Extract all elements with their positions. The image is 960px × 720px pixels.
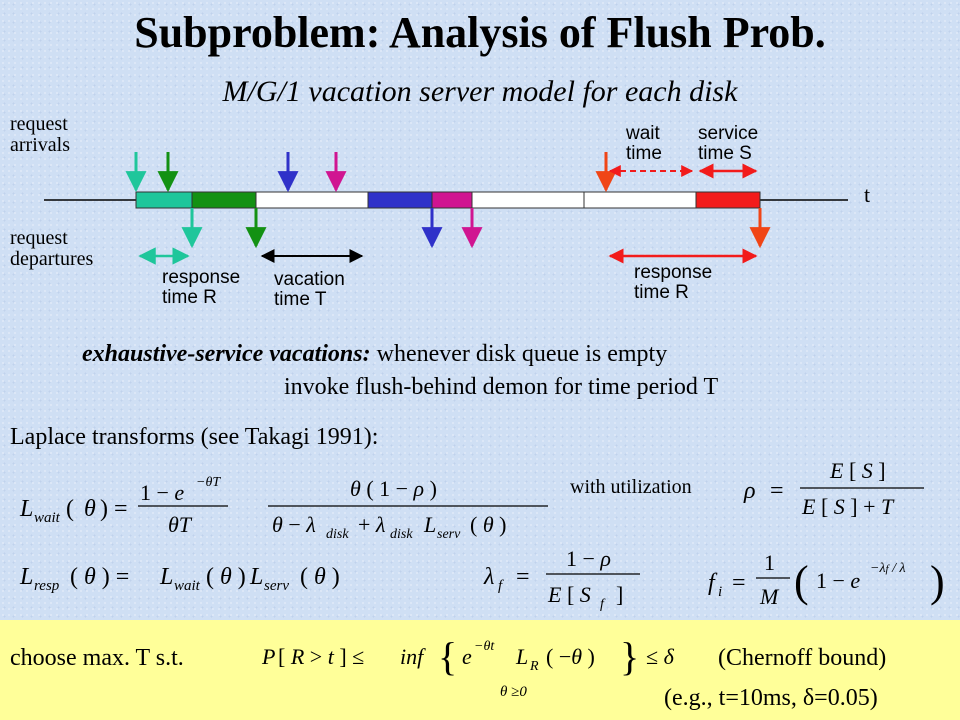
wait-time-label: wait time — [626, 123, 662, 164]
svg-text:( −θ ): ( −θ ) — [546, 644, 595, 669]
svg-text:+ λ: + λ — [358, 512, 385, 537]
svg-text:−θt: −θt — [474, 639, 495, 654]
svg-text:}: } — [620, 634, 639, 679]
svg-text:(: ( — [66, 496, 74, 522]
svg-text:f: f — [498, 578, 504, 594]
svg-text:1 − e: 1 − e — [816, 568, 860, 593]
svg-text:( θ ): ( θ ) — [206, 564, 246, 590]
svg-text:=: = — [516, 564, 530, 590]
svg-text:−θT: −θT — [196, 475, 221, 490]
with-utilization-label: with utilization — [570, 476, 692, 498]
segment-red — [695, 191, 761, 209]
svg-text:inf: inf — [400, 644, 426, 669]
formula-lwait: L wait ( θ ) = 1 − e −θT θT θ ( 1 − ρ ) … — [19, 475, 548, 542]
svg-text:1 − e: 1 − e — [140, 480, 184, 505]
svg-text:=: = — [770, 478, 784, 504]
svg-text:E [ S: E [ S — [547, 582, 591, 607]
svg-text:ρ: ρ — [743, 478, 756, 504]
laplace-heading: Laplace transforms (see Takagi 1991): — [10, 424, 379, 450]
svg-text:): ) — [930, 557, 945, 606]
svg-text:θ ≥0: θ ≥0 — [500, 684, 527, 700]
svg-text:R: R — [529, 659, 539, 674]
svg-text:M: M — [759, 584, 780, 609]
svg-text:−λf / λ: −λf / λ — [870, 561, 906, 576]
svg-text:1: 1 — [764, 550, 775, 575]
svg-text:L: L — [249, 564, 263, 590]
request-departures-label: request departures — [10, 227, 94, 270]
svg-text:P: P — [261, 644, 275, 669]
svg-text:i: i — [718, 584, 722, 600]
bottom-band — [0, 620, 960, 720]
exhaustive-line-2: invoke flush-behind demon for time perio… — [284, 374, 719, 400]
formula-fi: f i = 1 M ( 1 − e −λf / λ ) — [708, 550, 945, 609]
svg-text:wait: wait — [34, 510, 61, 526]
svg-text:θ − λ: θ − λ — [272, 512, 316, 537]
formula-lambda-f: λ f = 1 − ρ E [ S f ] — [483, 546, 640, 612]
svg-text:λ: λ — [483, 564, 494, 590]
svg-text:serv: serv — [264, 578, 289, 594]
svg-text:1 − ρ: 1 − ρ — [566, 546, 611, 571]
svg-text:θ: θ — [84, 496, 96, 522]
time-axis-label: t — [864, 182, 871, 207]
request-arrivals-label: request arrivals — [10, 113, 70, 156]
svg-text:L: L — [19, 564, 33, 590]
formula-lresp: L resp ( θ ) = L wait ( θ ) L serv ( θ ) — [19, 564, 340, 594]
svg-text:≤ δ: ≤ δ — [646, 644, 675, 669]
svg-text:disk: disk — [326, 527, 349, 542]
svg-text:L: L — [423, 512, 436, 537]
example-params: (e.g., t=10ms, δ=0.05) — [664, 685, 878, 711]
service-time-label: service time S — [698, 123, 759, 164]
exhaustive-line1-rest: whenever disk queue is empty — [376, 341, 668, 367]
response-time-left-label: response time R — [162, 267, 241, 308]
slide-title: Subproblem: Analysis of Flush Prob. — [134, 8, 826, 57]
svg-text:wait: wait — [174, 578, 201, 594]
svg-text:L: L — [19, 496, 33, 522]
choose-text: choose max. T s.t. — [10, 645, 184, 671]
svg-text:f: f — [600, 597, 606, 612]
svg-text:=: = — [732, 570, 746, 596]
svg-text:(: ( — [794, 557, 809, 606]
slide-subtitle: M/G/1 vacation server model for each dis… — [222, 75, 738, 108]
svg-text:θ ( 1 − ρ ): θ ( 1 − ρ ) — [350, 476, 437, 501]
chernoff-label: (Chernoff bound) — [718, 645, 887, 671]
svg-text:resp: resp — [34, 578, 60, 594]
svg-text:) =: ) = — [100, 496, 128, 522]
exhaustive-line-1: exhaustive-service vacations: whenever d… — [82, 340, 667, 368]
vacation-time-label: vacation time T — [274, 269, 345, 310]
svg-text:f: f — [708, 570, 718, 596]
svg-text:E [ S ] + T: E [ S ] + T — [801, 494, 895, 519]
exhaustive-bold-prefix: exhaustive-service vacations: — [82, 341, 371, 367]
svg-text:disk: disk — [390, 527, 413, 542]
svg-text:θT: θT — [168, 512, 193, 537]
formula-rho: ρ = E [ S ] E [ S ] + T — [743, 458, 924, 519]
svg-text:]: ] — [616, 582, 623, 607]
svg-text:( θ ): ( θ ) — [470, 512, 506, 537]
svg-text:( θ ): ( θ ) — [300, 564, 340, 590]
svg-text:L: L — [515, 644, 528, 669]
svg-text:( θ ) =: ( θ ) = — [70, 564, 129, 590]
response-time-right-label: response time R — [634, 262, 713, 303]
svg-text:e: e — [462, 644, 472, 669]
svg-text:serv: serv — [437, 527, 461, 542]
svg-text:E [ S ]: E [ S ] — [829, 458, 886, 483]
svg-text:[ R > t ] ≤: [ R > t ] ≤ — [278, 644, 364, 669]
svg-text:{: { — [438, 634, 457, 679]
svg-text:L: L — [159, 564, 173, 590]
